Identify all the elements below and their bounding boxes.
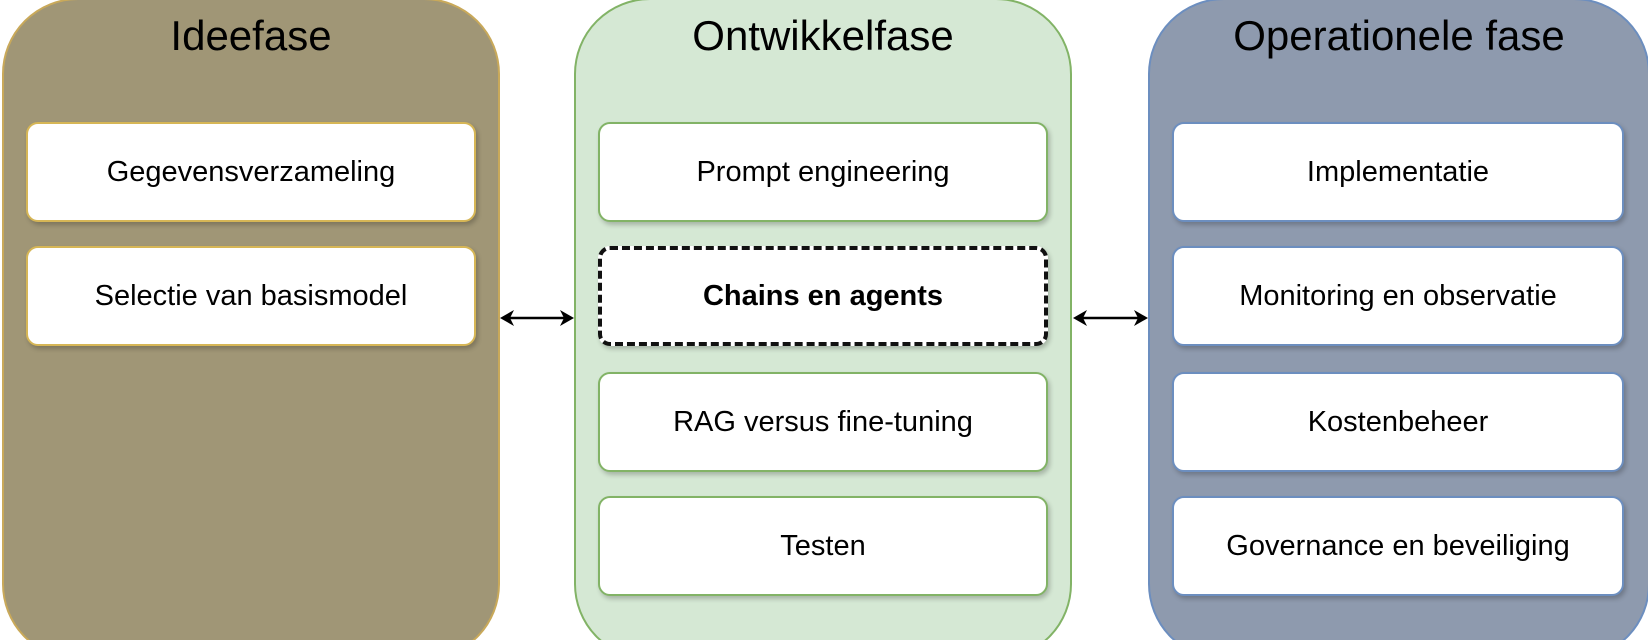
phase-item-monitoring-en-observatie: Monitoring en observatie (1172, 246, 1624, 346)
phase-item-kostenbeheer: Kostenbeheer (1172, 372, 1624, 472)
bidirectional-arrow-icon (1073, 310, 1148, 326)
phase-title: Operationele fase (1233, 12, 1565, 59)
phase-title: Ideefase (170, 12, 332, 59)
phase-item-gegevensverzameling: Gegevensverzameling (26, 122, 476, 222)
phase-item-prompt-engineering: Prompt engineering (598, 122, 1048, 222)
phase-operationele-fase: Operationele fase Implementatie Monitori… (1148, 0, 1648, 640)
phase-title: Ontwikkelfase (692, 12, 954, 59)
phase-ideefase: Ideefase Gegevensverzameling Selectie va… (2, 0, 500, 640)
phase-item-implementatie: Implementatie (1172, 122, 1624, 222)
phase-item-rag-versus-fine-tuning: RAG versus fine-tuning (598, 372, 1048, 472)
phase-item-chains-en-agents: Chains en agents (598, 246, 1048, 346)
phase-item-governance-en-beveiliging: Governance en beveiliging (1172, 496, 1624, 596)
phase-item-testen: Testen (598, 496, 1048, 596)
phase-ontwikkelfase: Ontwikkelfase Prompt engineering Chains … (574, 0, 1072, 640)
bidirectional-arrow-icon (500, 310, 574, 326)
phase-item-selectie-basismodel: Selectie van basismodel (26, 246, 476, 346)
